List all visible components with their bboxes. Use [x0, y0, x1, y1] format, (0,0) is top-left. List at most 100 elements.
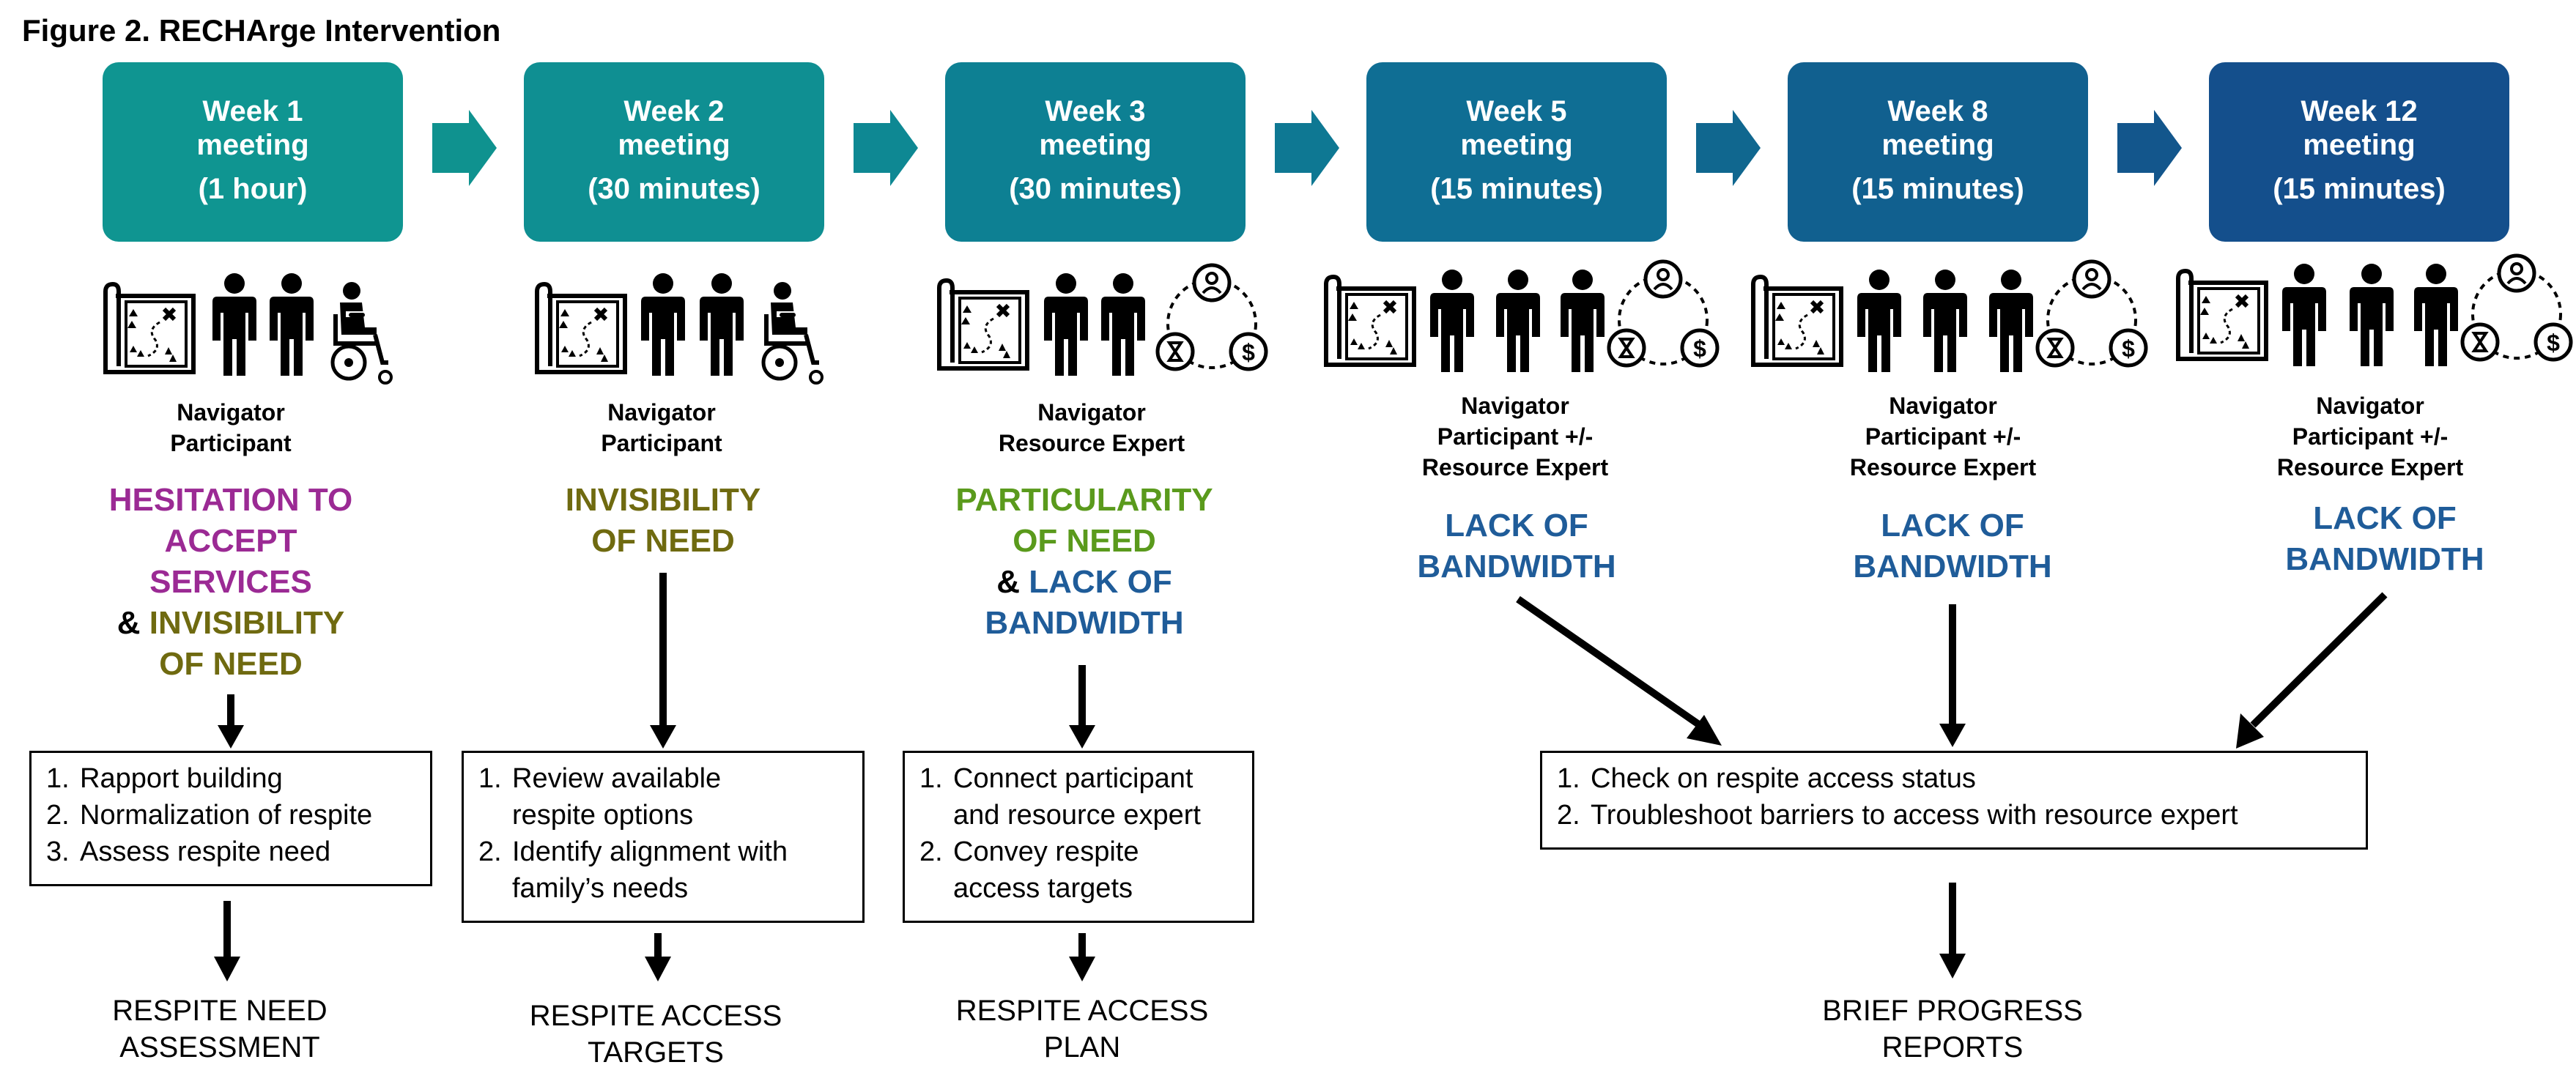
- person-icon: [1044, 273, 1088, 376]
- meeting-label: meeting: [618, 129, 730, 161]
- step-box-week-1: 1.Rapport building 2.Normalization of re…: [29, 751, 432, 886]
- week-label: Week 3: [1045, 95, 1146, 127]
- meeting-label: meeting: [1881, 129, 1994, 161]
- role-line: Navigator: [1037, 399, 1146, 426]
- week-label: Week 1: [202, 95, 303, 127]
- theme-label-week-5: LACK OF BANDWIDTH: [1348, 505, 1685, 587]
- chevron-arrow-icon: [1275, 110, 1339, 186]
- resource-network-icon: [2462, 256, 2571, 360]
- chevron-arrow-icon: [2117, 110, 2182, 186]
- person-icon: [700, 273, 744, 376]
- roles-label: Navigator Participant +/- Resource Exper…: [1369, 390, 1662, 483]
- person-icon: [1857, 270, 1901, 372]
- list-item: 3.Assess respite need: [46, 836, 331, 867]
- week-label: Week 5: [1466, 95, 1567, 127]
- person-icon: [2282, 264, 2326, 366]
- role-line: Navigator: [1461, 393, 1569, 419]
- theme-line: BANDWIDTH: [1417, 549, 1616, 584]
- role-line: Navigator: [177, 399, 285, 426]
- person-icon: [1101, 273, 1145, 376]
- down-arrow-icon: [645, 933, 671, 981]
- roles-label: Navigator Participant: [84, 397, 377, 459]
- wheelchair-user-icon: [763, 282, 822, 383]
- list-item: 1.Rapport building: [46, 763, 283, 794]
- theme-line: OF NEED: [159, 646, 303, 682]
- down-arrow-icon: [1069, 665, 1095, 749]
- meeting-label: meeting: [1460, 129, 1573, 161]
- person-icon: [641, 273, 685, 376]
- chevron-arrow-icon: [1696, 110, 1761, 186]
- map-icon: [1326, 277, 1414, 365]
- step-box-weeks-5-12: 1.Check on respite access status 2.Troub…: [1540, 751, 2368, 850]
- theme-line: INVISIBILITY: [565, 482, 761, 518]
- person-icon: [1989, 270, 2033, 372]
- person-icon: [1430, 270, 1474, 372]
- output-label: RESPITE ACCESS PLAN: [955, 995, 1209, 1063]
- map-icon: [537, 284, 625, 372]
- theme-line: LACK OF: [2313, 500, 2457, 536]
- role-line: Participant +/-: [1437, 423, 1594, 450]
- meeting-label: meeting: [2303, 129, 2416, 161]
- down-arrow-icon: [1939, 604, 1966, 747]
- role-line: Participant: [601, 430, 722, 456]
- week-3-box: Week 3 meeting (30 minutes): [945, 62, 1246, 242]
- converging-arrow-icon: [2236, 592, 2388, 749]
- duration-label: (15 minutes): [1430, 173, 1603, 205]
- theme-line: BANDWIDTH: [2285, 541, 2484, 577]
- duration-label: (30 minutes): [588, 173, 760, 205]
- theme-label-week-2: INVISIBILITY OF NEED: [495, 480, 832, 562]
- roles-label: Navigator Participant +/- Resource Exper…: [1796, 390, 2090, 483]
- theme-line: PARTICULARITY: [955, 482, 1213, 518]
- role-line: Participant +/-: [2292, 423, 2449, 450]
- map-icon: [1753, 277, 1841, 365]
- resource-network-icon: [1609, 261, 1717, 365]
- wheelchair-user-icon: [333, 282, 391, 383]
- role-line: Navigator: [1889, 393, 1997, 419]
- down-arrow-icon: [218, 694, 244, 749]
- person-icon: [2414, 264, 2458, 366]
- theme-label-week-1: HESITATION TO ACCEPT SERVICES & INVISIBI…: [62, 480, 399, 685]
- resource-network-icon: [1158, 265, 1266, 369]
- theme-ampersand: &: [996, 564, 1020, 600]
- list-item: 2.Troubleshoot barriers to access with r…: [1557, 800, 2238, 831]
- output-label: RESPITE NEED ASSESSMENT: [112, 995, 327, 1063]
- theme-label-week-12: LACK OF BANDWIDTH: [2216, 498, 2553, 580]
- role-line: Navigator: [607, 399, 716, 426]
- theme-line: BANDWIDTH: [985, 605, 1184, 641]
- roles-label: Navigator Resource Expert: [945, 397, 1238, 459]
- resource-network-icon: [2038, 261, 2146, 365]
- roles-label: Navigator Participant: [515, 397, 808, 459]
- week-label: Week 8: [1887, 95, 1988, 127]
- theme-line: LACK OF: [1445, 508, 1588, 543]
- role-line: Resource Expert: [1421, 454, 1609, 480]
- down-arrow-icon: [1069, 933, 1095, 981]
- down-arrow-icon: [1939, 883, 1966, 979]
- person-icon: [212, 273, 256, 376]
- meeting-label: meeting: [1039, 129, 1152, 161]
- output-label: RESPITE ACCESS TARGETS: [529, 1000, 782, 1069]
- theme-line: BANDWIDTH: [1853, 549, 2052, 584]
- person-icon: [270, 273, 314, 376]
- duration-label: (30 minutes): [1009, 173, 1182, 205]
- converging-arrow-icon: [1516, 595, 1722, 746]
- week-label: Week 2: [623, 95, 725, 127]
- map-icon: [106, 284, 193, 372]
- theme-line: ACCEPT: [164, 523, 297, 559]
- role-line: Participant: [170, 430, 292, 456]
- role-line: Participant +/-: [1865, 423, 2021, 450]
- output-label: BRIEF PROGRESS REPORTS: [1822, 995, 2083, 1063]
- down-arrow-icon: [650, 573, 676, 749]
- role-line: Resource Expert: [2276, 454, 2464, 480]
- theme-line: HESITATION TO: [108, 482, 353, 518]
- week-2-box: Week 2 meeting (30 minutes): [524, 62, 824, 242]
- person-icon: [1923, 270, 1967, 372]
- chevron-arrow-icon: [432, 110, 497, 186]
- week-12-box: Week 12 meeting (15 minutes): [2209, 62, 2509, 242]
